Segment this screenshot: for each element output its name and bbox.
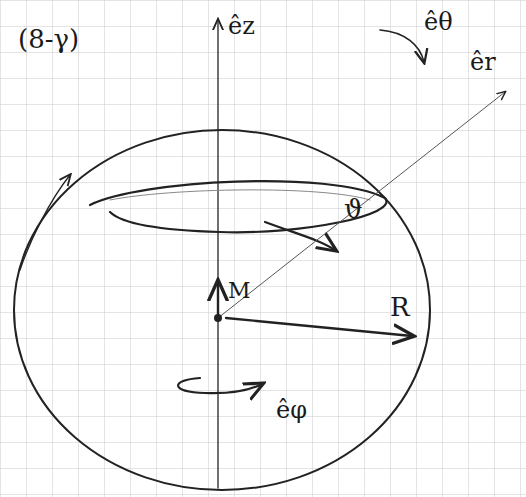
axis-unit-vector: êz (228, 14, 255, 38)
moment-label: M (228, 280, 251, 302)
equation-number: (8-γ) (18, 26, 79, 52)
theta-unit-vector: êθ (424, 10, 453, 34)
phi-unit-vector: êφ (276, 398, 307, 422)
radial-unit-vector: êr (470, 50, 496, 74)
radius-label: R (390, 294, 410, 320)
angle-label: ϑ (344, 196, 363, 222)
